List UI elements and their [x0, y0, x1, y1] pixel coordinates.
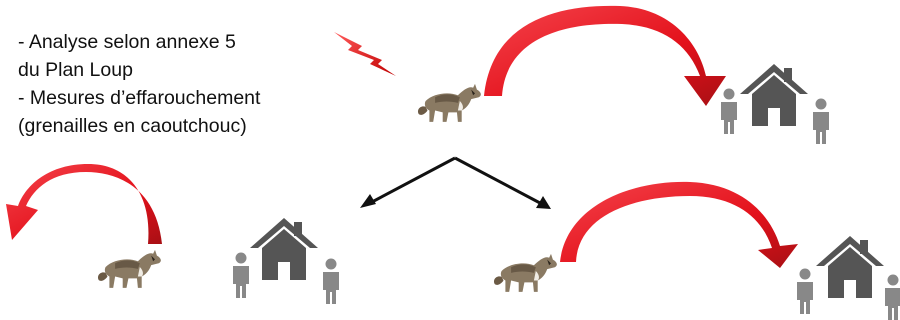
- arrowhead-left-icon: [360, 194, 376, 208]
- house-icon: [816, 236, 884, 298]
- note-line-4: (grenailles en caoutchouc): [18, 115, 247, 137]
- wolf-icon: [493, 253, 557, 292]
- house-icon: [740, 64, 808, 126]
- person-icon: [885, 274, 900, 320]
- wolf-icon: [417, 83, 481, 122]
- note-line-3: - Mesures d’effarouchement: [18, 87, 261, 109]
- lightning-bolt-icon: [334, 32, 396, 76]
- wolf-icon: [97, 249, 161, 288]
- person-icon: [721, 88, 737, 134]
- house-icon: [250, 218, 318, 280]
- red-curved-arrow: [560, 181, 798, 268]
- red-curved-arrow: [484, 5, 726, 106]
- branch-arrows: [371, 156, 541, 205]
- person-icon: [797, 268, 813, 314]
- note-line-1: - Analyse selon annexe 5: [18, 31, 236, 53]
- measures-text-block: - Analyse selon annexe 5 du Plan Loup - …: [18, 28, 338, 140]
- red-curved-arrow: [6, 164, 162, 244]
- note-line-2: du Plan Loup: [18, 59, 133, 81]
- person-icon: [323, 258, 339, 304]
- person-icon: [813, 98, 829, 144]
- arrowhead-right-icon: [536, 196, 551, 209]
- person-icon: [233, 252, 249, 298]
